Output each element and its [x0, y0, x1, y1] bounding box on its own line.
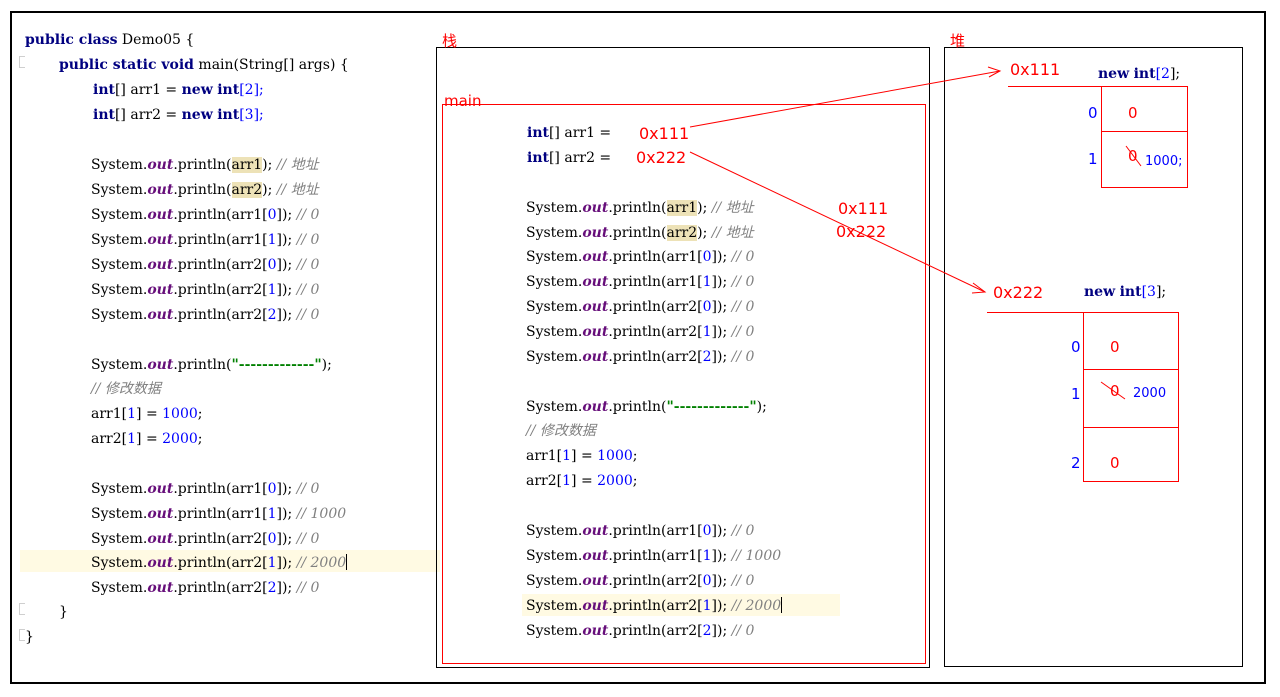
heap-array1-address-underline: [1008, 86, 1102, 87]
heap-array1-value-0: 0: [1128, 104, 1138, 122]
heap-array2-divider-1: [1083, 369, 1179, 370]
stack-print2-arr2-2: System.out.println(arr2[2]); // 0: [526, 623, 755, 639]
heap-box: [944, 47, 1243, 667]
code-line-comment-modify: // 修改数据: [91, 381, 161, 397]
heap-array2-address-underline: [987, 312, 1084, 313]
main-frame-label: main: [444, 92, 482, 110]
heap-array2-divider-2: [1083, 427, 1179, 428]
stack-print2-arr1-1: System.out.println(arr1[1]); // 1000: [526, 548, 782, 564]
code-line-print2-arr2-2: System.out.println(arr2[2]); // 0: [91, 580, 320, 596]
heap-array1-index-0: 0: [1088, 104, 1098, 122]
stack-print-arr2-2: System.out.println(arr2[2]); // 0: [526, 349, 755, 365]
stack-box: [436, 47, 930, 668]
code-line-print-arr2-2: System.out.println(arr2[2]); // 0: [91, 307, 320, 323]
text-caret: [346, 554, 348, 570]
main-frame-box: [442, 104, 926, 664]
code-line-print2-arr1-1: System.out.println(arr1[1]); // 1000: [91, 506, 347, 522]
code-line-assign-arr2: arr2[1] = 2000;: [91, 431, 203, 447]
stack-assign-arr2: arr2[1] = 2000;: [526, 473, 638, 489]
code-line-print-separator: System.out.println("-------------");: [91, 357, 332, 373]
heap-array2-box: [1083, 312, 1179, 482]
fold-marker: [19, 629, 25, 641]
heap-array1-value-1-new: 1000;: [1145, 154, 1183, 169]
code-line-class: public class Demo05 {: [25, 32, 195, 48]
stack-note-0x111: 0x111: [838, 199, 889, 218]
stack-current-line-highlight: [522, 594, 840, 616]
heap-array2-value-2: 0: [1110, 454, 1120, 472]
heap-array2-value-1-new: 2000: [1133, 386, 1167, 401]
code-line-assign-arr1: arr1[1] = 1000;: [91, 406, 203, 422]
stack-arr1-decl: int[] arr1 =: [527, 125, 616, 141]
stack-print2-arr2-1: System.out.println(arr2[1]); // 2000: [526, 597, 783, 614]
code-line-print-arr2: System.out.println(arr2); // 地址: [91, 182, 319, 198]
heap-array1-address: 0x111: [1010, 60, 1061, 79]
heap-array1-value-1-old: 0: [1128, 147, 1138, 165]
code-line-print2-arr1-0: System.out.println(arr1[0]); // 0: [91, 481, 320, 497]
stack-print-arr2-0: System.out.println(arr2[0]); // 0: [526, 299, 755, 315]
stack-print-arr2: System.out.println(arr2); // 地址: [526, 225, 754, 241]
heap-array2-title: new int[3];: [1084, 284, 1167, 300]
stack-text-caret: [781, 597, 783, 613]
stack-title: 栈: [442, 32, 458, 50]
code-line-print-arr2-1: System.out.println(arr2[1]); // 0: [91, 282, 320, 298]
code-line-main: public static void main(String[] args) {: [59, 57, 349, 73]
code-line-print-arr1-1: System.out.println(arr1[1]); // 0: [91, 232, 320, 248]
stack-print-arr1-0: System.out.println(arr1[0]); // 0: [526, 249, 755, 265]
current-line-highlight: [20, 550, 440, 572]
heap-array1-box: [1101, 86, 1188, 188]
heap-array2-address: 0x222: [993, 283, 1044, 302]
stack-assign-arr1: arr1[1] = 1000;: [526, 448, 638, 464]
code-line-print2-arr2-1: System.out.println(arr2[1]); // 2000: [91, 554, 348, 571]
stack-arr2-address: 0x222: [636, 148, 687, 167]
stack-print2-arr2-0: System.out.println(arr2[0]); // 0: [526, 573, 755, 589]
stack-arr1-address: 0x111: [639, 124, 690, 143]
code-line-arr1-decl: int[] arr1 = new int[2];: [93, 82, 264, 98]
stack-note-0x222: 0x222: [836, 222, 887, 241]
heap-array2-value-0: 0: [1110, 338, 1120, 356]
stack-print-arr1-1: System.out.println(arr1[1]); // 0: [526, 274, 755, 290]
stack-print2-arr1-0: System.out.println(arr1[0]); // 0: [526, 523, 755, 539]
heap-title: 堆: [950, 32, 966, 50]
heap-array2-index-2: 2: [1071, 454, 1081, 472]
fold-marker: [19, 603, 25, 615]
stack-print-separator: System.out.println("-------------");: [526, 399, 767, 415]
code-line-close-method: }: [59, 604, 68, 620]
heap-array1-divider: [1101, 131, 1188, 132]
stack-print-arr2-1: System.out.println(arr2[1]); // 0: [526, 324, 755, 340]
heap-array1-index-1: 1: [1088, 150, 1098, 168]
heap-array1-title: new int[2];: [1098, 66, 1181, 82]
code-line-print-arr2-0: System.out.println(arr2[0]); // 0: [91, 257, 320, 273]
stack-arr2-decl: int[] arr2 =: [527, 150, 616, 166]
code-line-print2-arr2-0: System.out.println(arr2[0]); // 0: [91, 531, 320, 547]
code-line-print-arr1-0: System.out.println(arr1[0]); // 0: [91, 207, 320, 223]
stack-comment-modify: // 修改数据: [526, 423, 596, 439]
code-line-print-arr1: System.out.println(arr1); // 地址: [91, 157, 319, 173]
heap-array2-value-1-old: 0: [1110, 382, 1120, 400]
stack-print-arr1: System.out.println(arr1); // 地址: [526, 200, 754, 216]
heap-array2-index-0: 0: [1071, 338, 1081, 356]
figure-frame: [10, 11, 1266, 684]
code-line-close-class: }: [25, 629, 34, 645]
heap-array2-index-1: 1: [1071, 385, 1081, 403]
fold-marker: [19, 56, 25, 68]
code-line-arr2-decl: int[] arr2 = new int[3];: [93, 107, 264, 123]
